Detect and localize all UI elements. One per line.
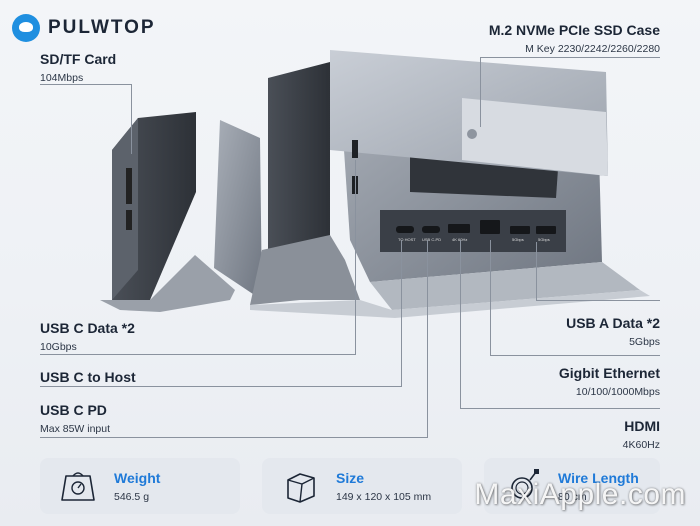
spec-weight-value: 546.5 g	[114, 490, 150, 503]
spec-wire-length-title: Wire Length	[558, 469, 639, 486]
leader-line-ethernet	[490, 355, 660, 356]
label-usbc-host-title: USB C to Host	[40, 369, 136, 385]
spec-weight-title: Weight	[114, 469, 161, 486]
port-label-usbc-pd: USB C-PD	[422, 237, 442, 242]
leader-line-hdmi-v	[460, 240, 461, 409]
label-usba-data-title: USB A Data *2	[566, 315, 660, 331]
leader-line-usbc-pd-v	[427, 240, 428, 438]
spec-wire-length-value: 80 cm	[558, 490, 587, 503]
box-icon	[287, 473, 315, 503]
leader-line-hdmi	[460, 408, 660, 409]
spec-card-size: Size 149 x 120 x 105 mm	[262, 458, 462, 514]
label-usbc-data: USB C Data *2 10Gbps	[40, 320, 135, 353]
leader-line-ssd-v	[480, 57, 481, 127]
label-ssd-case: M.2 NVMe PCIe SSD Case M Key 2230/2242/2…	[489, 22, 660, 55]
leader-line-sd	[40, 84, 132, 85]
port-label-hdmi: 4K 60Hz	[452, 237, 468, 242]
watermark: MaxiApple.com	[474, 478, 686, 511]
label-ethernet-sub: 10/100/1000Mbps	[575, 386, 660, 398]
port-label-usba-2: 5Gbps	[538, 237, 550, 242]
leader-line-usba-v	[536, 242, 537, 300]
leader-line-usbc-host	[40, 386, 402, 387]
label-sd-card: SD/TF Card 104Mbps	[40, 51, 116, 84]
leader-line-usbc-data	[40, 354, 355, 355]
label-usba-data: USB A Data *2 5Gbps	[566, 315, 660, 348]
label-usbc-pd: USB C PD Max 85W input	[40, 402, 110, 435]
leader-line-ssd	[480, 57, 660, 58]
label-usbc-data-title: USB C Data *2	[40, 320, 135, 336]
label-ssd-case-sub: M Key 2230/2242/2260/2280	[525, 43, 660, 55]
label-usbc-pd-title: USB C PD	[40, 402, 107, 418]
leader-line-usbc-host-v	[401, 240, 402, 387]
label-ethernet-title: Gigbit Ethernet	[558, 365, 660, 381]
label-ssd-case-title: M.2 NVMe PCIe SSD Case	[488, 22, 660, 38]
cable-icon	[511, 469, 539, 499]
leader-line-sd-v	[131, 84, 132, 154]
spec-card-weight: Weight 546.5 g	[40, 458, 240, 514]
port-label-usba-1: 5Gbps	[512, 237, 524, 242]
label-hdmi-title: HDMI	[624, 418, 660, 434]
leader-line-usba	[536, 300, 660, 301]
brand-name: PULWTOP	[48, 17, 156, 38]
label-sd-card-sub: 104Mbps	[40, 72, 84, 84]
label-ethernet: Gigbit Ethernet 10/100/1000Mbps	[559, 365, 660, 398]
brand-logo: PULWTOP	[12, 14, 156, 42]
label-hdmi-sub: 4K60Hz	[622, 439, 660, 451]
label-sd-card-title: SD/TF Card	[40, 51, 117, 67]
label-usba-data-sub: 5Gbps	[629, 336, 660, 348]
spec-size-title: Size	[336, 469, 365, 486]
spec-size-value: 149 x 120 x 105 mm	[336, 490, 432, 503]
scale-icon	[61, 472, 95, 501]
leader-line-ethernet-v	[490, 240, 491, 356]
label-usbc-data-sub: 10Gbps	[40, 341, 77, 353]
spec-card-wire-length: Wire Length 80 cm	[484, 458, 660, 514]
leader-line-usbc-pd	[40, 437, 427, 438]
label-hdmi: HDMI 4K60Hz	[623, 418, 660, 451]
label-usbc-pd-sub: Max 85W input	[40, 423, 111, 435]
port-label-to-host: TO HOST	[398, 237, 416, 242]
brand-logo-icon	[12, 14, 40, 42]
leader-line-usbc-data-v	[355, 160, 356, 355]
label-usbc-host: USB C to Host	[40, 369, 136, 385]
